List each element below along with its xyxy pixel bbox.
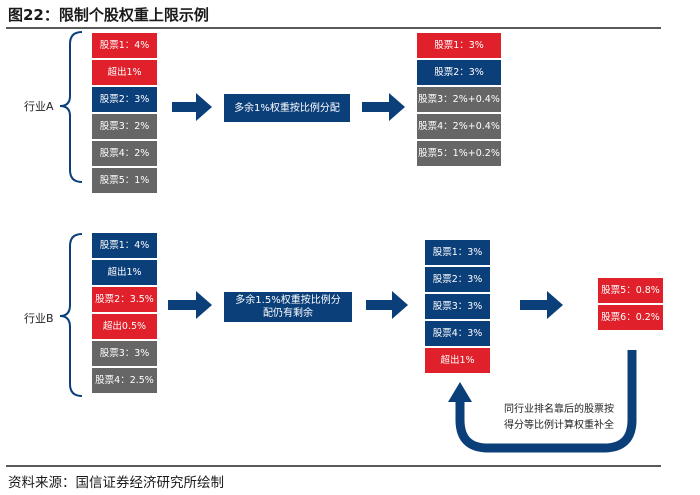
stack-cell: 股票2：3% xyxy=(92,87,157,112)
stack-cell: 股票2：3.5% xyxy=(92,287,157,312)
stack-cell: 股票1：4% xyxy=(92,33,157,58)
stack-cell: 超出0.5% xyxy=(92,314,157,339)
stack-cell: 股票2：3% xyxy=(417,60,501,85)
industry-a-label: 行业A xyxy=(24,100,54,113)
stack-cell: 超出1% xyxy=(92,60,157,85)
stack-cell: 股票1：4% xyxy=(92,233,157,258)
arrow-a2 xyxy=(362,93,405,121)
stack-cell: 股票4：2% xyxy=(92,141,157,166)
supplement-note: 同行业排名靠后的股票按 得分等比例计算权重补全 xyxy=(484,402,634,434)
stack-cell: 股票1：3% xyxy=(425,240,490,265)
supplement-note-line2: 得分等比例计算权重补全 xyxy=(504,420,614,431)
stack-cell: 股票4：2%+0.4% xyxy=(417,114,501,139)
return-arrowhead xyxy=(448,382,472,402)
stack-cell: 股票5：0.8% xyxy=(598,278,663,303)
top-rule xyxy=(6,27,661,29)
arrow-b1 xyxy=(168,291,212,319)
industry-b-process-line1: 多余1.5%权重按比例分 xyxy=(235,295,341,306)
bracket-a xyxy=(59,31,83,183)
industry-b-process-line2: 配仍有剩余 xyxy=(263,308,313,319)
supplement-note-line1: 同行业排名靠后的股票按 xyxy=(504,404,614,415)
bracket-b xyxy=(59,233,83,397)
stack-cell: 超出1% xyxy=(92,260,157,285)
industry-b-process-box: 多余1.5%权重按比例分 配仍有剩余 xyxy=(224,292,352,322)
stack-cell: 股票5：1% xyxy=(92,168,157,193)
stack-cell: 股票6：0.2% xyxy=(598,305,663,330)
source-footer: 资料来源：国信证券经济研究所绘制 xyxy=(8,475,224,491)
industry-b-middle-stack: 股票1：3%股票2：3%股票3：3%股票4：3%超出1% xyxy=(425,240,490,375)
stack-cell: 股票4：3% xyxy=(425,321,490,346)
industry-a-process-box: 多余1%权重按比例分配 xyxy=(224,94,350,122)
industry-b-right-stack: 股票5：0.8%股票6：0.2% xyxy=(598,278,663,332)
stack-cell: 股票1：3% xyxy=(417,33,501,58)
stack-cell: 股票2：3% xyxy=(425,267,490,292)
arrow-b3 xyxy=(520,291,563,319)
industry-b-left-stack: 股票1：4%超出1%股票2：3.5%超出0.5%股票3：3%股票4：2.5% xyxy=(92,233,157,395)
stack-cell: 股票3：3% xyxy=(92,341,157,366)
stack-cell: 股票4：2.5% xyxy=(92,368,157,393)
stack-cell: 超出1% xyxy=(425,348,490,373)
industry-a-right-stack: 股票1：3%股票2：3%股票3：2%+0.4%股票4：2%+0.4%股票5：1%… xyxy=(417,33,501,168)
figure-title: 图22：限制个股权重上限示例 xyxy=(8,6,209,24)
stack-cell: 股票5：1%+0.2% xyxy=(417,141,501,166)
industry-a-process-text: 多余1%权重按比例分配 xyxy=(234,102,340,114)
arrow-a1 xyxy=(172,93,212,121)
arrow-b2 xyxy=(366,291,408,319)
stack-cell: 股票3：3% xyxy=(425,294,490,319)
bottom-rule xyxy=(6,465,661,467)
industry-a-left-stack: 股票1：4%超出1%股票2：3%股票3：2%股票4：2%股票5：1% xyxy=(92,33,157,195)
stack-cell: 股票3：2% xyxy=(92,114,157,139)
return-arrow xyxy=(455,350,637,453)
industry-b-label: 行业B xyxy=(24,312,54,325)
stack-cell: 股票3：2%+0.4% xyxy=(417,87,501,112)
